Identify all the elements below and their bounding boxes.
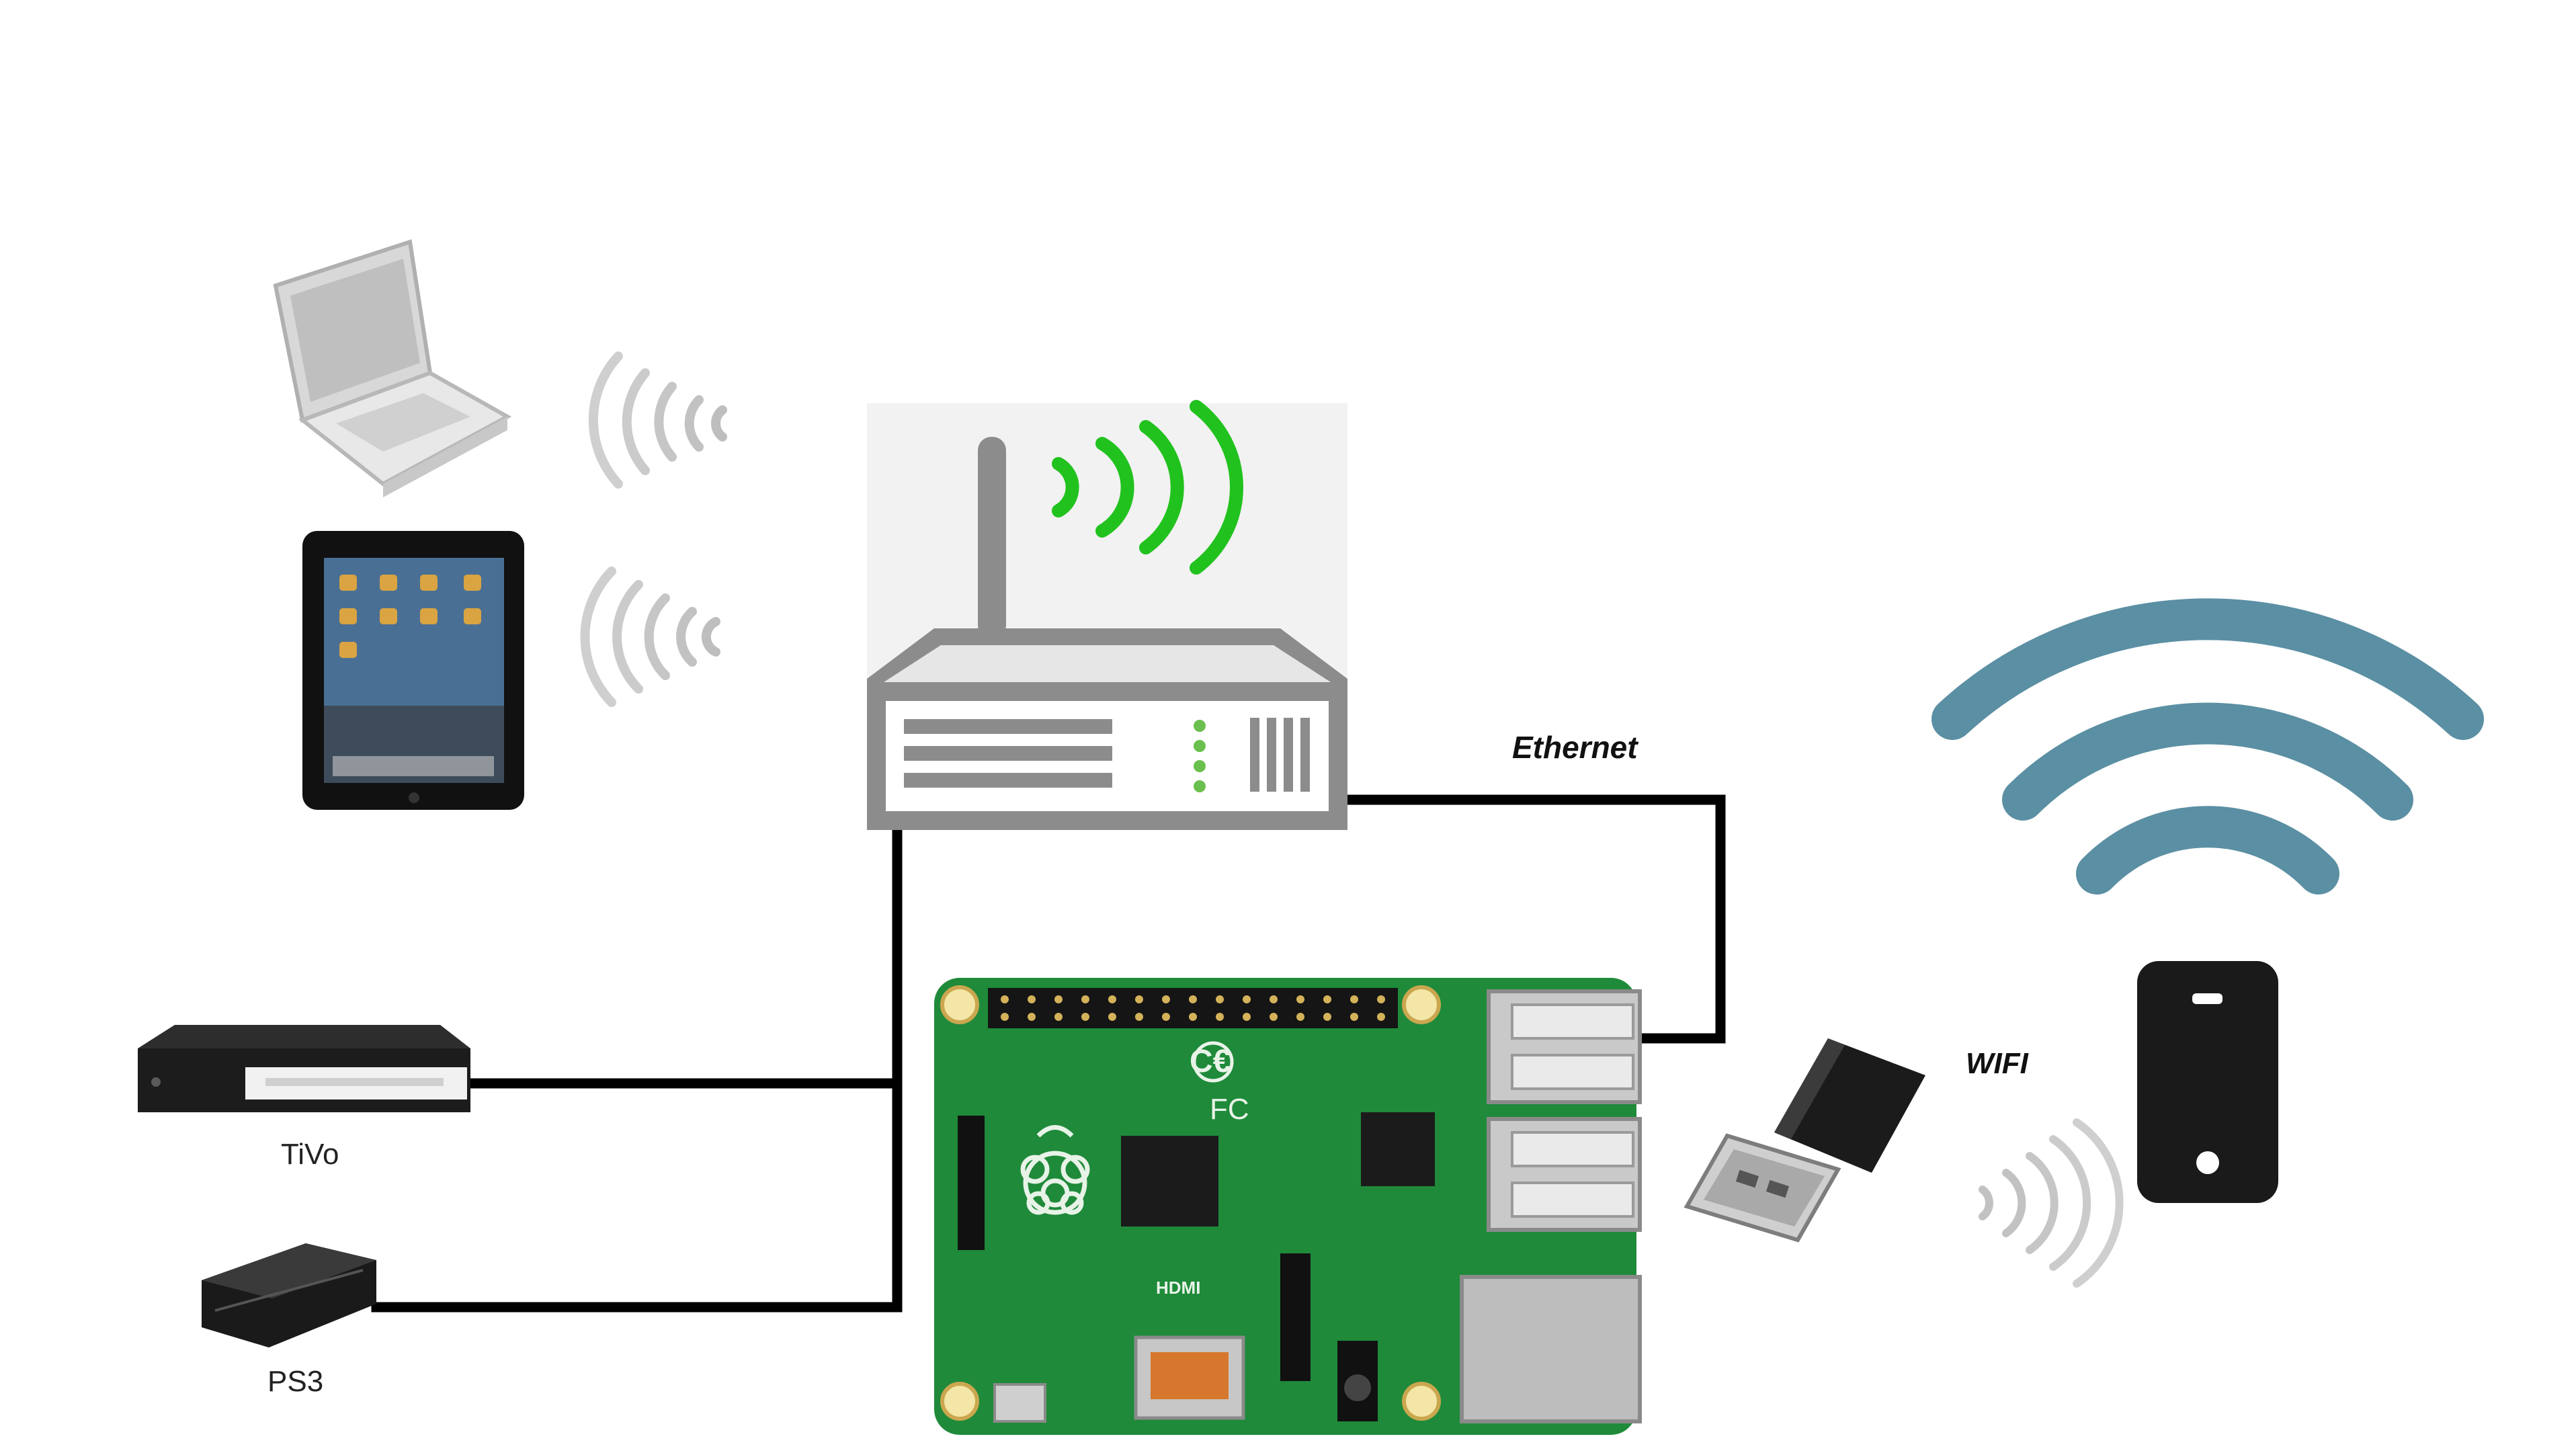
tablet-icon	[302, 531, 524, 810]
laptop-signal-waves	[588, 351, 727, 489]
smartphone-icon	[2137, 961, 2278, 1203]
usb-ports	[1487, 989, 1642, 1232]
wifi-label: WIFI	[1966, 1047, 2029, 1080]
ethernet-jack	[1460, 1275, 1642, 1423]
set-top-box-icon	[138, 1025, 470, 1112]
laptop-icon	[273, 239, 512, 497]
wifi-signal-icon	[1931, 598, 2484, 895]
wires	[371, 794, 1726, 1313]
router-ethernet-wire	[1332, 794, 1726, 1044]
ethernet-label: Ethernet	[1512, 730, 1638, 765]
wireless-router-icon	[867, 400, 1347, 830]
tablet-signal-waves	[580, 567, 720, 707]
svg-text:FC: FC	[1210, 1093, 1249, 1126]
tivo-label: TiVo	[281, 1138, 339, 1171]
game-console-icon	[202, 1243, 376, 1347]
router-signal-waves	[1052, 400, 1243, 575]
svg-text:HDMI: HDMI	[1156, 1278, 1200, 1298]
ps3-label: PS3	[267, 1365, 323, 1398]
usb-wifi-dongle-icon	[1684, 1038, 1925, 1243]
raspberry-pi-board-icon: C€ FC HDMI	[934, 978, 1642, 1435]
dongle-signal-waves	[1979, 1118, 2124, 1288]
